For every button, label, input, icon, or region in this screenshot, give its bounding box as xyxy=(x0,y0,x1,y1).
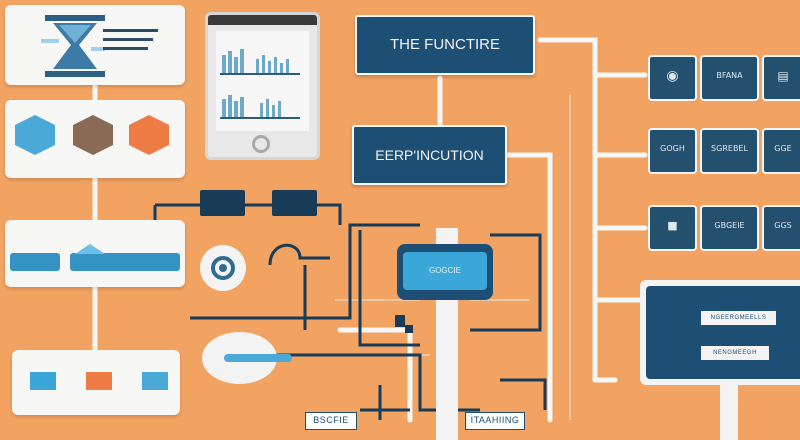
function-title: THE FUNCTIRE xyxy=(390,36,500,53)
right-row-3-box-2: GBGEIE xyxy=(700,205,759,251)
erp-title-box: EERP'INCUTION xyxy=(352,125,507,185)
right-row-2-box-1: GOGH xyxy=(648,128,697,174)
pipe-joint xyxy=(75,244,105,254)
hero-card xyxy=(5,5,185,85)
device-home-button xyxy=(252,135,270,153)
erp-title: EERP'INCUTION xyxy=(375,147,484,163)
big-panel: NGEERGMEELLS NENGMEEGH xyxy=(640,280,800,385)
right-row-2-box-2: SGREBEL xyxy=(700,128,759,174)
right-row-1-box-1: ◉ xyxy=(648,55,697,101)
small-icons-card xyxy=(12,350,180,415)
center-screen-inner: GOGCIE xyxy=(403,252,487,290)
right-row-2-box-3: GGE xyxy=(762,128,800,174)
connector-block-right xyxy=(272,190,317,216)
connector-block-left xyxy=(200,190,245,216)
function-title-box: THE FUNCTIRE xyxy=(355,15,535,75)
dashboard-icon: ◉ xyxy=(666,68,679,84)
bottom-right-tag-label: ITAAHIING xyxy=(470,415,520,425)
list-icon: ■ xyxy=(667,219,678,232)
hourglass-icon xyxy=(41,15,105,77)
big-panel-line-1-box: NGEERGMEELLS xyxy=(701,311,776,325)
bar-chart-icon xyxy=(220,49,300,119)
center-screen: GOGCIE xyxy=(397,244,493,300)
center-screen-label: GOGCIE xyxy=(428,266,461,275)
box-icon-brown xyxy=(73,115,113,155)
big-panel-line-2-box: NENGMEEGH xyxy=(701,346,769,360)
right-row-3-box-3: GGS xyxy=(762,205,800,251)
bottom-left-tag-label: BSCFIE xyxy=(313,415,349,425)
right-row-1-box-2: BFANA xyxy=(700,55,759,101)
panel-foot-post xyxy=(720,385,738,440)
right-row-2-label-2: SGREBEL xyxy=(711,144,748,153)
tile-icon-cyan xyxy=(142,372,168,390)
right-row-3-label-3: GGS xyxy=(774,221,792,230)
big-panel-line-1: NGEERGMEELLS xyxy=(710,315,767,321)
device-mockup xyxy=(205,12,320,160)
big-panel-inner: NGEERGMEELLS NENGMEEGH xyxy=(646,286,800,379)
chart-icon: ▤ xyxy=(777,69,789,83)
pipe-segment-left xyxy=(10,253,60,271)
right-row-2-label-1: GOGH xyxy=(660,144,685,153)
pipe-card xyxy=(5,220,185,287)
icons-card xyxy=(5,100,185,178)
bottom-left-tag: BSCFIE xyxy=(305,412,357,430)
tile-icon-orange xyxy=(86,372,112,390)
pipe-segment-right xyxy=(70,253,180,271)
box-icon-blue xyxy=(15,115,55,155)
right-row-1-label-2: BFANA xyxy=(716,71,743,80)
bottom-right-tag: ITAAHIING xyxy=(465,412,525,430)
device-screen xyxy=(216,31,309,131)
device-top-bar xyxy=(208,15,317,25)
big-panel-line-2: NENGMEEGH xyxy=(713,350,757,356)
right-row-1-box-3: ▤ xyxy=(762,55,800,101)
slider-bar xyxy=(224,354,292,362)
right-row-3-label-2: GBGEIE xyxy=(714,221,745,230)
tile-icon-blue xyxy=(30,372,56,390)
gear-icon xyxy=(200,245,246,291)
right-row-3-box-1: ■ xyxy=(648,205,697,251)
text-lines-placeholder xyxy=(103,29,158,56)
right-row-2-label-3: GGE xyxy=(774,144,792,153)
box-icon-orange xyxy=(129,115,169,155)
slider-oval xyxy=(202,332,292,384)
